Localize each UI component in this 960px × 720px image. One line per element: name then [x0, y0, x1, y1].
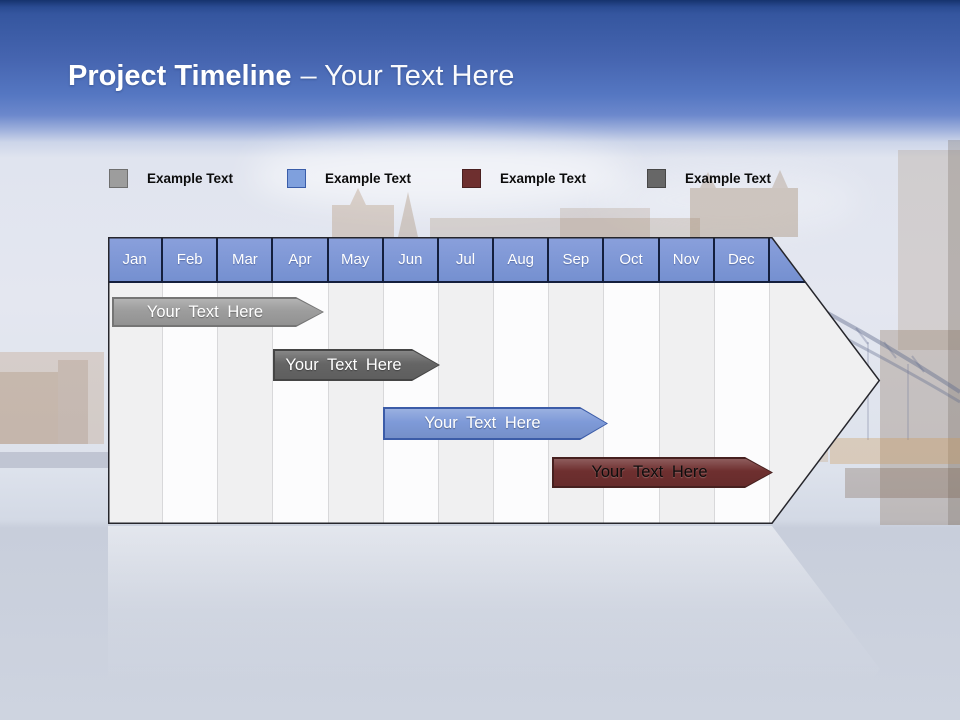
legend-label: Example Text [685, 171, 772, 186]
legend-label: Example Text [500, 171, 587, 186]
month-header-filler [769, 237, 880, 281]
legend-swatch-blue [287, 169, 306, 188]
title-main: Project Timeline [68, 60, 292, 92]
legend-swatch-gray [109, 169, 128, 188]
gantt-bar-label: Your Text Here [285, 355, 402, 374]
gantt-bar-dark-gray[interactable]: Your Text Here [273, 349, 440, 381]
legend-item-dark-gray[interactable]: Example Text [647, 169, 771, 188]
legend-label: Example Text [147, 171, 234, 186]
month-header-feb[interactable]: Feb [163, 237, 219, 281]
month-header-dec[interactable]: Dec [714, 237, 770, 281]
month-header-jul[interactable]: Jul [438, 237, 495, 281]
gantt-bar-label: Your Text Here [146, 302, 264, 321]
gantt-bar-blue[interactable]: Your Text Here [383, 407, 608, 440]
month-header-sep[interactable]: Sep [549, 237, 605, 281]
legend-item-gray[interactable]: Example Text [109, 169, 233, 188]
month-header-apr[interactable]: Apr [273, 237, 329, 281]
gantt-bar-gray[interactable]: Your Text Here [112, 297, 324, 327]
page-title: Project Timeline– Your Text Here [68, 60, 514, 93]
cloud-haze [250, 140, 630, 210]
month-header-mar[interactable]: Mar [218, 237, 274, 281]
chart-reflection [108, 526, 880, 720]
legend-label: Example Text [325, 171, 412, 186]
month-header-oct[interactable]: Oct [604, 237, 660, 281]
title-suffix: – Your Text Here [300, 60, 515, 92]
legend-item-dark-red[interactable]: Example Text [462, 169, 586, 188]
gantt-bar-label: Your Text Here [424, 414, 541, 432]
month-header-jan[interactable]: Jan [108, 237, 164, 281]
timeline-arrow-body: Jan Feb Mar Apr May Jun Jul Aug Sep Oct … [108, 237, 880, 524]
gantt-bar-dark-red[interactable]: Your Text Here [552, 457, 773, 488]
legend-swatch-dark-gray [647, 169, 666, 188]
month-header-may[interactable]: May [328, 237, 384, 281]
month-header-nov[interactable]: Nov [659, 237, 715, 281]
gantt-bar-label: Your Text Here [591, 463, 708, 481]
month-header-row: Jan Feb Mar Apr May Jun Jul Aug Sep Oct … [108, 237, 880, 283]
month-header-jun[interactable]: Jun [383, 237, 439, 281]
legend-item-blue[interactable]: Example Text [287, 169, 411, 188]
month-header-aug[interactable]: Aug [494, 237, 550, 281]
legend-swatch-dark-red [462, 169, 481, 188]
timeline-chart: Jan Feb Mar Apr May Jun Jul Aug Sep Oct … [108, 237, 881, 524]
cloud-haze [600, 170, 860, 230]
